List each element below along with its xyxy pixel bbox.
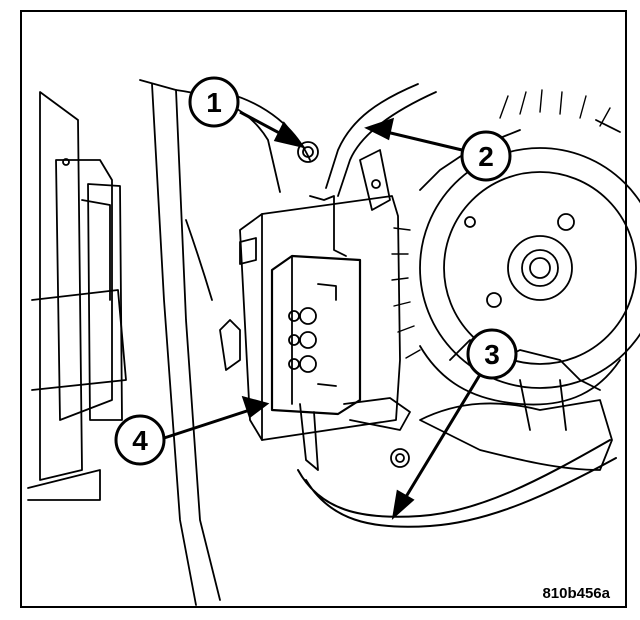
leader-line-4 [157, 404, 263, 442]
arrowhead-1 [273, 121, 306, 149]
left-pillar [139, 79, 221, 606]
gear-teeth [391, 89, 611, 359]
arrowhead-2 [364, 117, 395, 141]
leader-line-3 [396, 367, 486, 511]
callout-label-2: 2 [478, 141, 494, 172]
callout-label-1: 1 [206, 87, 222, 118]
arrowhead-4 [241, 395, 270, 419]
figure-reference-code: 810b456a [542, 585, 610, 602]
callout-label-3: 3 [484, 339, 500, 370]
callout-2: 2 [460, 130, 512, 182]
callout-4: 4 [114, 414, 166, 466]
nut [297, 141, 319, 163]
callout-label-4: 4 [132, 425, 148, 456]
callout-1: 1 [188, 76, 240, 128]
left-panel [39, 91, 83, 481]
motor-housing [419, 399, 613, 471]
module-body [270, 254, 362, 416]
arrowhead-3 [391, 489, 415, 520]
cable [297, 439, 617, 528]
callout-3: 3 [466, 328, 518, 380]
drive-gear [419, 119, 640, 406]
leader-line-2 [377, 128, 463, 152]
